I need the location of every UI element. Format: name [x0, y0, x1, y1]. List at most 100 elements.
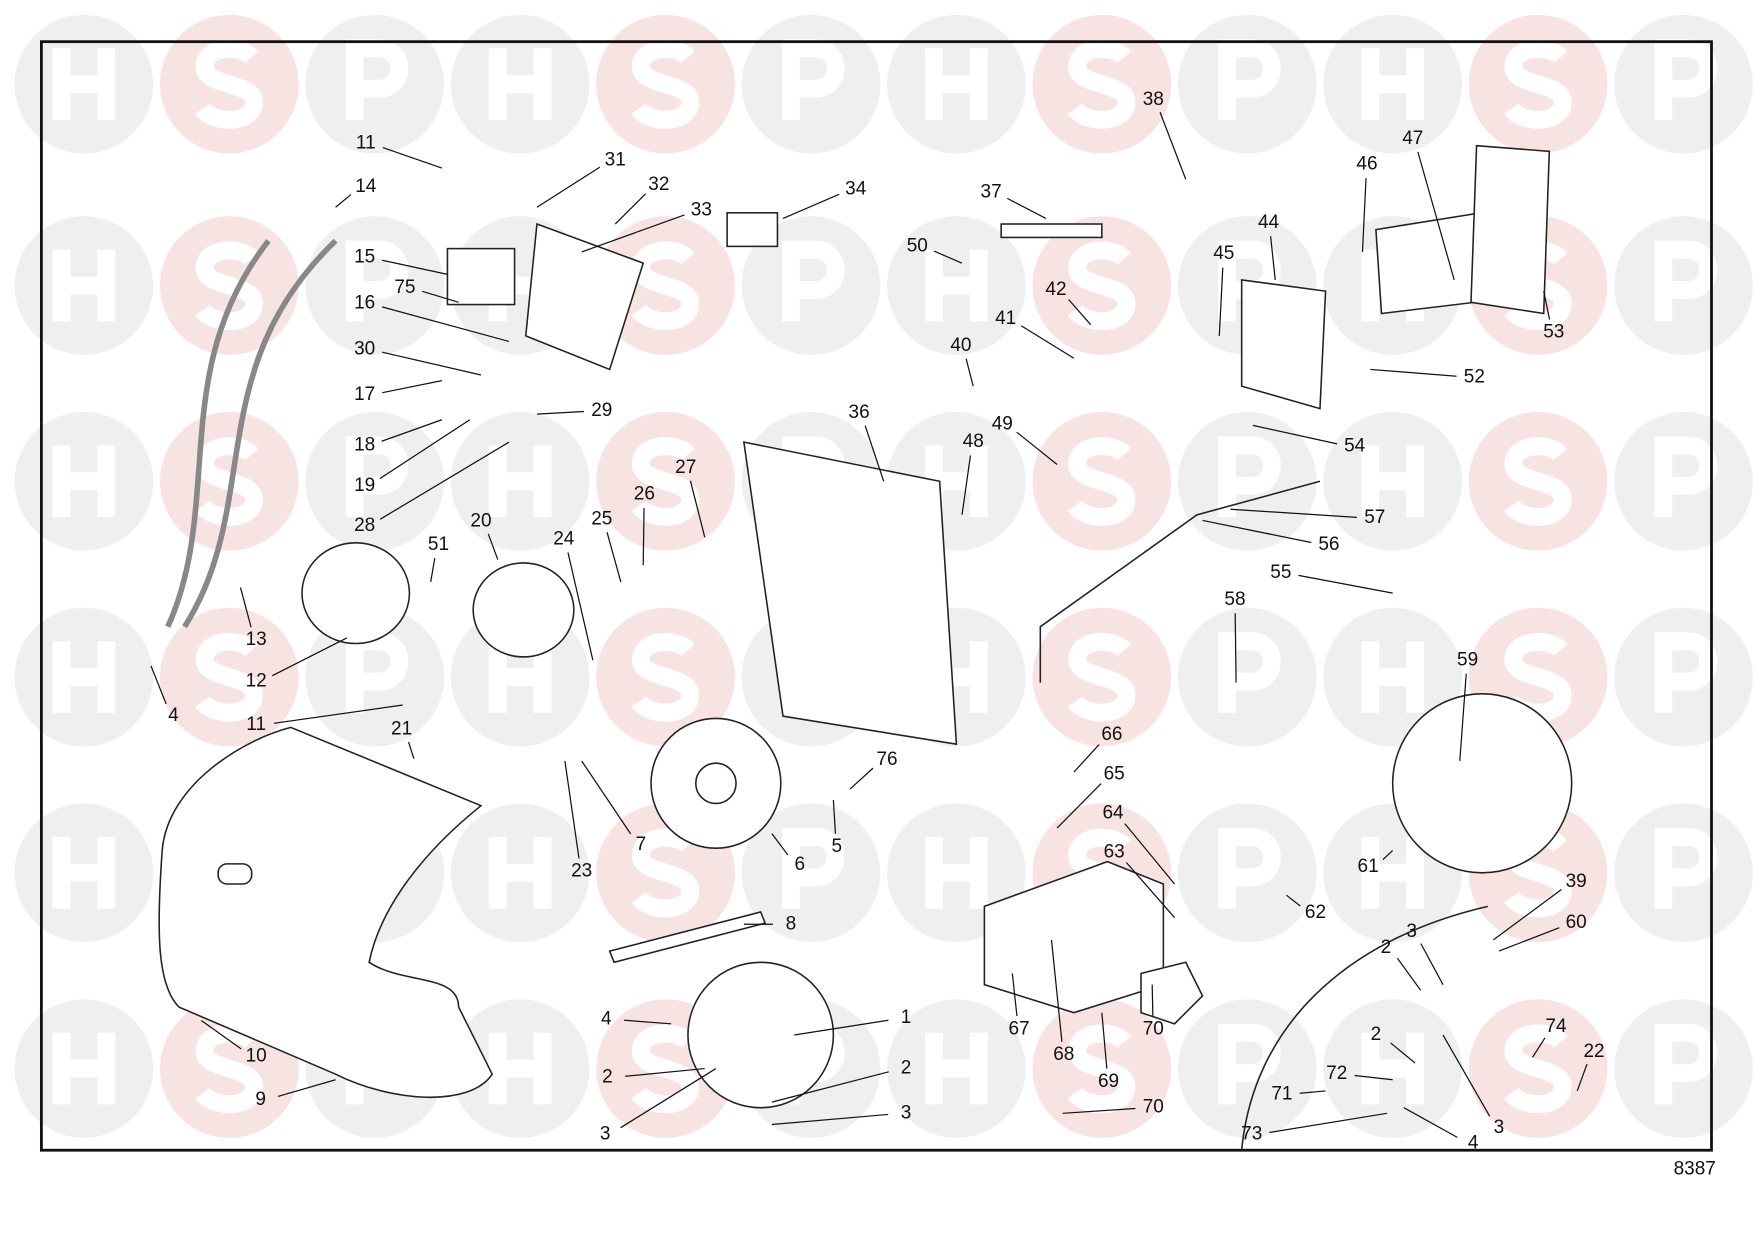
leader-line [1016, 431, 1058, 465]
flange-44 [1240, 279, 1327, 410]
leader-line [1007, 197, 1047, 219]
leader-line [1576, 1063, 1588, 1092]
watermark-glyph [1654, 828, 1718, 909]
leader-line [1230, 508, 1357, 518]
callout-label: 42 [1045, 279, 1066, 300]
leader-line [1011, 973, 1018, 1017]
callout-label: 55 [1270, 562, 1291, 583]
leader-line [1396, 957, 1422, 991]
watermark-glyph [631, 40, 700, 129]
callout-label: 36 [849, 402, 870, 423]
watermark-glyph [1654, 1023, 1718, 1105]
callout-label: 2 [602, 1067, 613, 1088]
leader-line [1442, 1034, 1491, 1117]
leader-line [382, 147, 443, 169]
watermark-glyph [1503, 40, 1572, 129]
leader-line [1417, 151, 1455, 281]
callout-label: 34 [845, 178, 867, 199]
watermark-glyph [781, 240, 845, 322]
watermark-glyph [1067, 633, 1136, 722]
callout-label: 29 [591, 400, 612, 421]
hose-13 [165, 239, 271, 628]
watermark-glyph [488, 48, 552, 120]
callout-label: 11 [246, 714, 266, 735]
parts-group [158, 144, 1573, 1151]
watermark-glyph [52, 249, 116, 322]
callout-label: 38 [1143, 89, 1164, 110]
leader-line [239, 587, 252, 628]
callout-label: 66 [1101, 724, 1122, 745]
watermark-glyph [1218, 39, 1281, 120]
leader-line [382, 259, 448, 275]
watermark-glyph [925, 1032, 988, 1105]
leader-line [379, 419, 471, 480]
callout-label: 57 [1364, 507, 1385, 528]
mounting-plate-32 [524, 222, 645, 371]
callout-label: 76 [876, 749, 897, 770]
callout-label: 1 [901, 1007, 912, 1028]
watermark-glyph [195, 633, 263, 722]
callout-label: 40 [950, 335, 971, 356]
watermark-glyph [345, 39, 409, 120]
leader-line [1020, 325, 1075, 359]
callout-label: 30 [354, 338, 375, 359]
leader-line [277, 1079, 336, 1097]
callout-label: 75 [394, 277, 415, 298]
leader-line [1159, 112, 1187, 180]
callout-label: 63 [1104, 842, 1125, 863]
leader-line [1269, 236, 1276, 281]
leader-line [382, 351, 482, 376]
leader-line [624, 1019, 672, 1025]
callout-label: 53 [1543, 322, 1564, 343]
leader-line [1543, 291, 1551, 320]
callout-label: 5 [831, 836, 842, 857]
callout-label: 33 [691, 200, 712, 221]
watermark-glyph [1503, 437, 1572, 526]
callout-label: 9 [255, 1089, 266, 1110]
watermark-glyph [631, 241, 700, 330]
watermark-glyph [488, 837, 552, 909]
callout-label: 4 [601, 1008, 612, 1029]
leader-line [379, 441, 510, 520]
detail-circle-nozzle-block [687, 961, 835, 1109]
drawing-number: 8387 [1674, 1158, 1716, 1179]
leader-line [794, 1019, 889, 1036]
leader-line [625, 1067, 705, 1077]
burner-housing [742, 441, 958, 746]
watermark-glyph [631, 633, 700, 722]
leader-line [1354, 1074, 1393, 1081]
callout-label: 68 [1053, 1044, 1074, 1065]
leader-line [771, 1071, 889, 1103]
leader-line [965, 358, 974, 387]
pump-70 [1140, 961, 1204, 1025]
callout-label: 70 [1143, 1018, 1164, 1039]
leader-line [614, 193, 646, 225]
leader-line [1269, 1112, 1388, 1134]
callout-label: 3 [901, 1102, 912, 1123]
watermark-glyph [195, 241, 263, 330]
leader-line [933, 250, 963, 264]
callout-label: 39 [1566, 871, 1587, 892]
callout-label: 49 [992, 413, 1013, 434]
leader-line [1361, 178, 1367, 253]
callout-label: 25 [591, 508, 612, 529]
leader-line [273, 704, 403, 724]
callout-label: 2 [1381, 937, 1392, 958]
leader-line [1492, 888, 1562, 941]
callout-label: 19 [354, 475, 375, 496]
oil-line [1039, 480, 1321, 683]
watermark-glyph [1067, 1024, 1136, 1114]
watermark-glyph [488, 1032, 552, 1105]
leader-line [1252, 424, 1338, 445]
callout-label: 21 [391, 719, 412, 740]
leader-line [1125, 862, 1176, 918]
callout-label: 17 [354, 384, 375, 405]
leader-line [832, 800, 837, 834]
callout-label: 27 [675, 457, 696, 478]
callout-label: 4 [168, 705, 179, 726]
watermark-glyph [1218, 828, 1281, 909]
leader-line [1298, 574, 1393, 594]
callout-label: 28 [354, 515, 375, 536]
leader-line [1382, 849, 1394, 861]
